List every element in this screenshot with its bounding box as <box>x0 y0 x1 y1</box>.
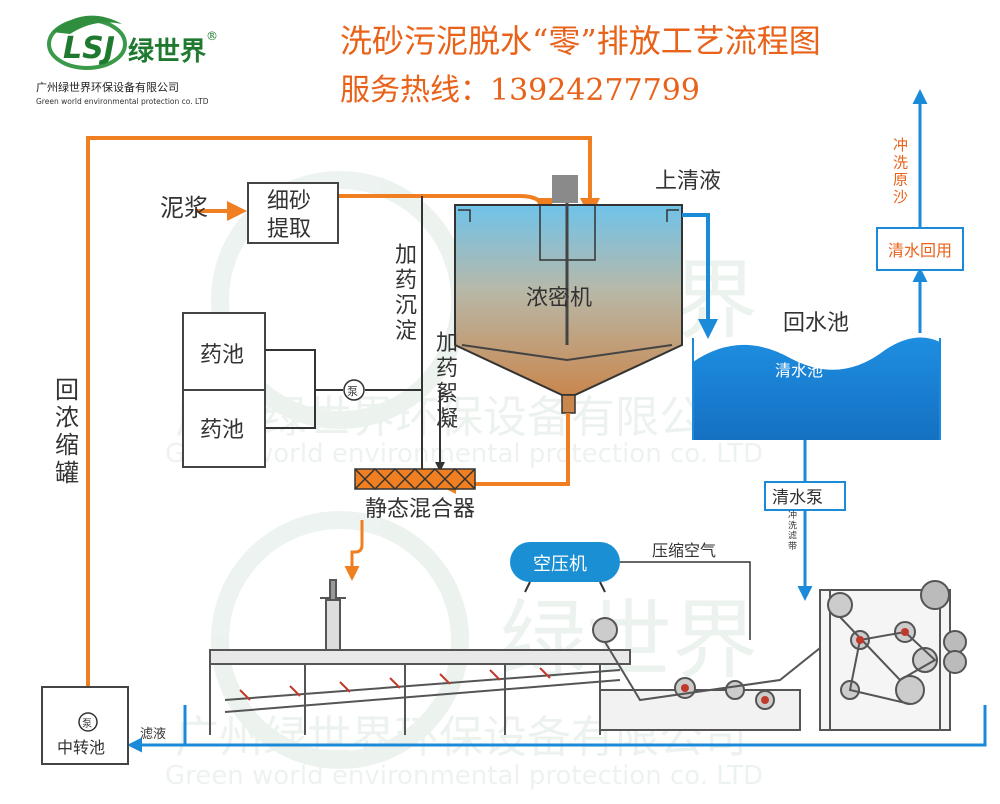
air-compressor: 空压机 <box>510 542 620 593</box>
service-hotline: 服务热线：13924277799 <box>340 73 700 108</box>
logo-registered: ® <box>206 29 218 43</box>
clear-pump-label: 清水泵 <box>772 488 823 508</box>
watermark-company-en-2: Green world environmental protection co.… <box>165 761 763 791</box>
transfer-pool-box <box>41 686 129 765</box>
flush-sand-label: 冲洗原沙 <box>893 136 908 206</box>
mixer-to-press-line <box>344 520 364 581</box>
logo-brand: 绿世界 <box>128 37 206 67</box>
dosing-floc-label: 加药絮凝 <box>436 331 458 432</box>
underflow-line <box>436 413 570 494</box>
logo: LSJ 绿世界 ® 广州绿世界环保设备有限公司 Green world envi… <box>36 15 218 106</box>
logo-mark-icon: LSJ <box>47 15 127 70</box>
static-mixer-label: 静态混合器 <box>365 497 475 522</box>
transfer-pool-label: 中转池 <box>57 738 105 757</box>
chemical-tanks: 药池 药池 泵 <box>182 312 422 468</box>
transfer-pump-icon <box>78 712 98 732</box>
belt-filter-press <box>209 579 967 735</box>
watermark: 绿世界 广州绿世界环保设备有限公司 Green world environmen… <box>165 171 763 791</box>
watermark-company-cn-1: 广州绿世界环保设备有限公司 <box>175 392 747 443</box>
return-pool: 回水池 清水池 <box>692 311 941 440</box>
logo-company-cn: 广州绿世界环保设备有限公司 <box>36 80 179 94</box>
compressed-air-label: 压缩空气 <box>652 541 716 560</box>
fine-sand-label-1: 细砂 <box>267 189 311 214</box>
dosing-pump-label: 泵 <box>347 385 358 398</box>
supernatant-label: 上清液 <box>655 169 721 194</box>
air-compressor-label: 空压机 <box>533 554 587 575</box>
clear-pool-label: 清水池 <box>775 361 823 380</box>
page-title: 洗砂污泥脱水“零”排放工艺流程图 <box>340 22 821 60</box>
tank-label-2: 药池 <box>200 418 244 443</box>
tank-label-1: 药池 <box>200 343 244 368</box>
thickener-motor <box>552 175 578 203</box>
return-tank-label: 回浓缩罐 <box>55 376 79 487</box>
transfer-pump-label: 泵 <box>82 718 92 730</box>
svg-text:LSJ: LSJ <box>63 31 115 66</box>
supernatant-line <box>682 213 718 339</box>
dosing-pump-icon <box>343 379 365 401</box>
logo-company-en: Green world environmental protection co.… <box>36 97 209 106</box>
filtrate-label: 滤液 <box>140 727 166 742</box>
return-pool-label: 回水池 <box>783 311 849 336</box>
clear-reuse-box <box>876 227 964 271</box>
static-mixer: 静态混合器 <box>354 467 476 522</box>
fine-sand-label-2: 提取 <box>267 217 311 242</box>
dosing-settle-label: 加药沉淀 <box>395 243 417 344</box>
thickener: 浓密机 <box>454 175 683 414</box>
air-line <box>620 561 751 640</box>
mud-label: 泥浆 <box>160 194 208 222</box>
clear-reuse-label: 清水回用 <box>888 241 952 260</box>
thickener-label: 浓密机 <box>526 286 592 311</box>
watermark-brand-2: 绿世界 <box>500 591 758 691</box>
flush-belt-label: 冲洗滤带 <box>788 509 797 552</box>
return-line <box>86 136 600 700</box>
filtrate-base-line <box>183 705 987 747</box>
clear-pump-box <box>764 481 846 511</box>
fine-sand-box <box>247 182 339 244</box>
